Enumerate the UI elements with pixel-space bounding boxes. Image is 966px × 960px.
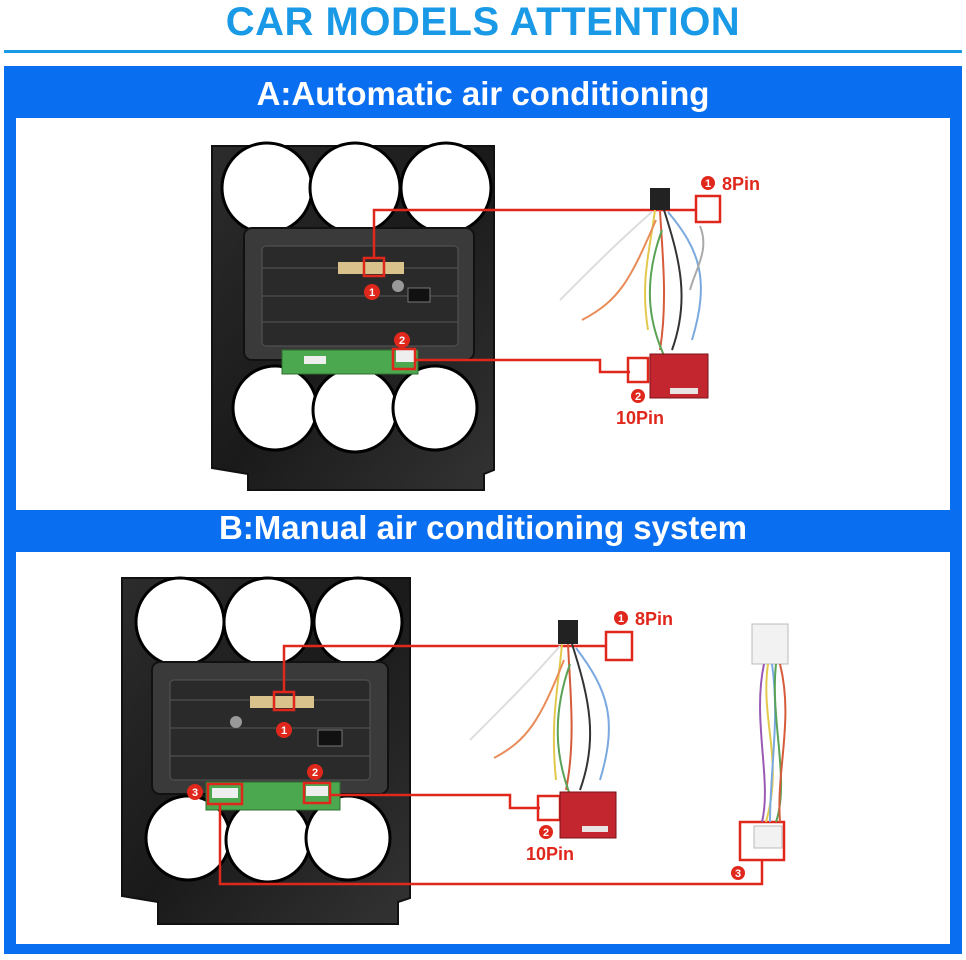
label-8pin-a: 1 8Pin — [701, 174, 760, 194]
svg-text:1: 1 — [281, 725, 287, 737]
svg-text:1: 1 — [705, 178, 711, 190]
svg-text:2: 2 — [312, 767, 318, 779]
svg-text:1: 1 — [369, 287, 375, 299]
label-pin3-b: 3 — [731, 866, 745, 880]
label-10pin-a: 2 10Pin — [616, 389, 664, 428]
harness-b — [469, 620, 617, 839]
section-b-title: B:Manual air conditioning system — [218, 509, 748, 546]
control-pcb-b — [205, 781, 341, 811]
svg-text:2: 2 — [635, 391, 641, 403]
harness-a — [559, 188, 709, 399]
svg-text:10Pin: 10Pin — [616, 408, 664, 428]
marker-2-b: 2 — [307, 764, 323, 780]
svg-text:3: 3 — [192, 787, 198, 799]
section-b-panel-illustration: 1 8Pin 2 10Pin 3 1 2 3 — [121, 576, 789, 925]
marker-1-b: 1 — [276, 722, 292, 738]
marker-2-a: 2 — [394, 332, 410, 348]
label-10pin-b: 2 10Pin — [526, 825, 574, 864]
title-underline — [4, 50, 962, 53]
svg-text:8Pin: 8Pin — [635, 609, 673, 629]
adapter-cable-b — [751, 623, 789, 849]
callout-lines-a — [362, 194, 722, 384]
svg-text:3: 3 — [735, 868, 741, 880]
section-a-panel-illustration: 1 8Pin 2 10Pin 1 2 — [211, 141, 760, 491]
svg-text:2: 2 — [543, 827, 549, 839]
label-8pin-b: 1 8Pin — [614, 609, 673, 629]
svg-text:10Pin: 10Pin — [526, 844, 574, 864]
svg-text:1: 1 — [618, 613, 624, 625]
radio-unit-b — [151, 661, 389, 795]
marker-1-a: 1 — [364, 284, 380, 300]
radio-unit-a — [243, 227, 475, 361]
svg-text:2: 2 — [399, 335, 405, 347]
marker-3-b: 3 — [187, 784, 203, 800]
section-a-title: A:Automatic air conditioning — [256, 75, 710, 112]
svg-text:8Pin: 8Pin — [722, 174, 760, 194]
page-title: CAR MODELS ATTENTION — [225, 0, 741, 44]
control-pcb-a — [281, 349, 419, 375]
callout-lines-b — [206, 630, 786, 886]
